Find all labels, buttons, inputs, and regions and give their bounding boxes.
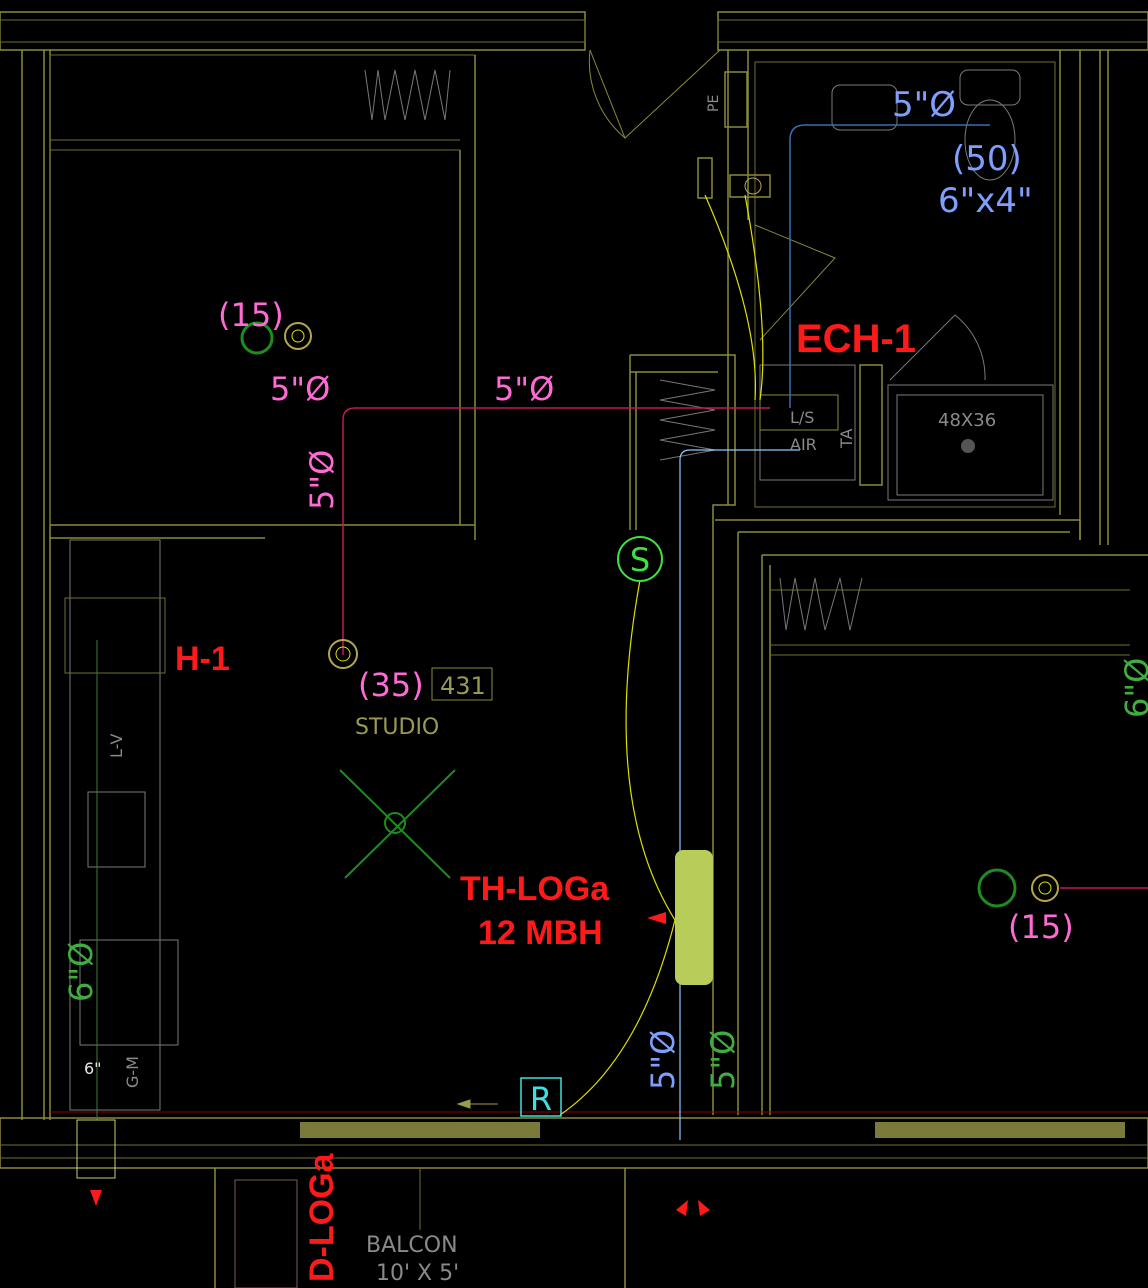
cfm-label: (15) — [218, 296, 284, 334]
cfm-label: (35) — [358, 666, 424, 704]
return-grille-icon: R — [520, 1077, 562, 1118]
heater-unit — [675, 850, 713, 985]
labels: (15) 5"Ø 5"Ø 5"Ø 5"Ø (50) 6"x4" ECH-1 48… — [62, 85, 1148, 1286]
duct-size-label: 6"Ø — [62, 942, 100, 1002]
supply-diffuser-icon — [284, 322, 312, 350]
duct-size-label: 5"Ø — [270, 370, 330, 408]
grille-size-label: 6"x4" — [938, 181, 1033, 221]
ceiling-fan-icon — [339, 769, 456, 879]
room-name: STUDIO — [355, 715, 439, 740]
svg-text:S: S — [630, 541, 650, 579]
room-size: 10' X 5' — [376, 1261, 459, 1286]
duct-size-label: 6"Ø — [1118, 658, 1148, 718]
label: L-V — [107, 734, 126, 758]
cfm-label: (15) — [1008, 908, 1074, 946]
supply-diffuser-icon — [1031, 874, 1059, 902]
equipment-tag: H-1 — [175, 640, 230, 678]
label: G-M — [123, 1056, 142, 1088]
exhaust-diffuser-icon — [240, 321, 274, 355]
duct-size-label: 5"Ø — [644, 1030, 682, 1090]
duct-size-label: 5"Ø — [303, 450, 341, 510]
room-number: 431 — [440, 672, 486, 700]
duct-size-label: 5"Ø — [494, 370, 554, 408]
arrow-icon — [676, 1200, 710, 1216]
ductwork — [96, 124, 1148, 1140]
duct-size-label: 5"Ø — [892, 85, 956, 125]
arrow-icon — [456, 1099, 498, 1109]
svg-text:R: R — [530, 1080, 552, 1118]
thermostat-sensor-icon: S — [617, 536, 663, 582]
arrow-icon — [90, 1190, 102, 1206]
supply-diffuser-icon — [328, 639, 358, 669]
label: L/S — [790, 408, 814, 427]
label: AIR — [790, 435, 817, 454]
dimension-label: 6" — [84, 1059, 102, 1078]
equipment-tag: TH-LOGa — [460, 870, 610, 908]
diffusers — [76, 321, 1059, 1216]
duct-size-label: 5"Ø — [704, 1030, 742, 1090]
shower-size-label: 48X36 — [938, 410, 996, 431]
label: TA — [837, 428, 856, 449]
walls — [0, 11, 1148, 1288]
label: PE — [706, 95, 722, 112]
equipment-tag: D-LOGa — [303, 1152, 341, 1282]
cfm-label: (50) — [952, 139, 1022, 179]
room-name: BALCON — [366, 1233, 458, 1258]
equipment-tag: ECH-1 — [796, 317, 916, 361]
arrow-icon — [647, 912, 666, 924]
exhaust-diffuser-icon — [977, 868, 1017, 908]
equipment-capacity: 12 MBH — [478, 914, 603, 952]
